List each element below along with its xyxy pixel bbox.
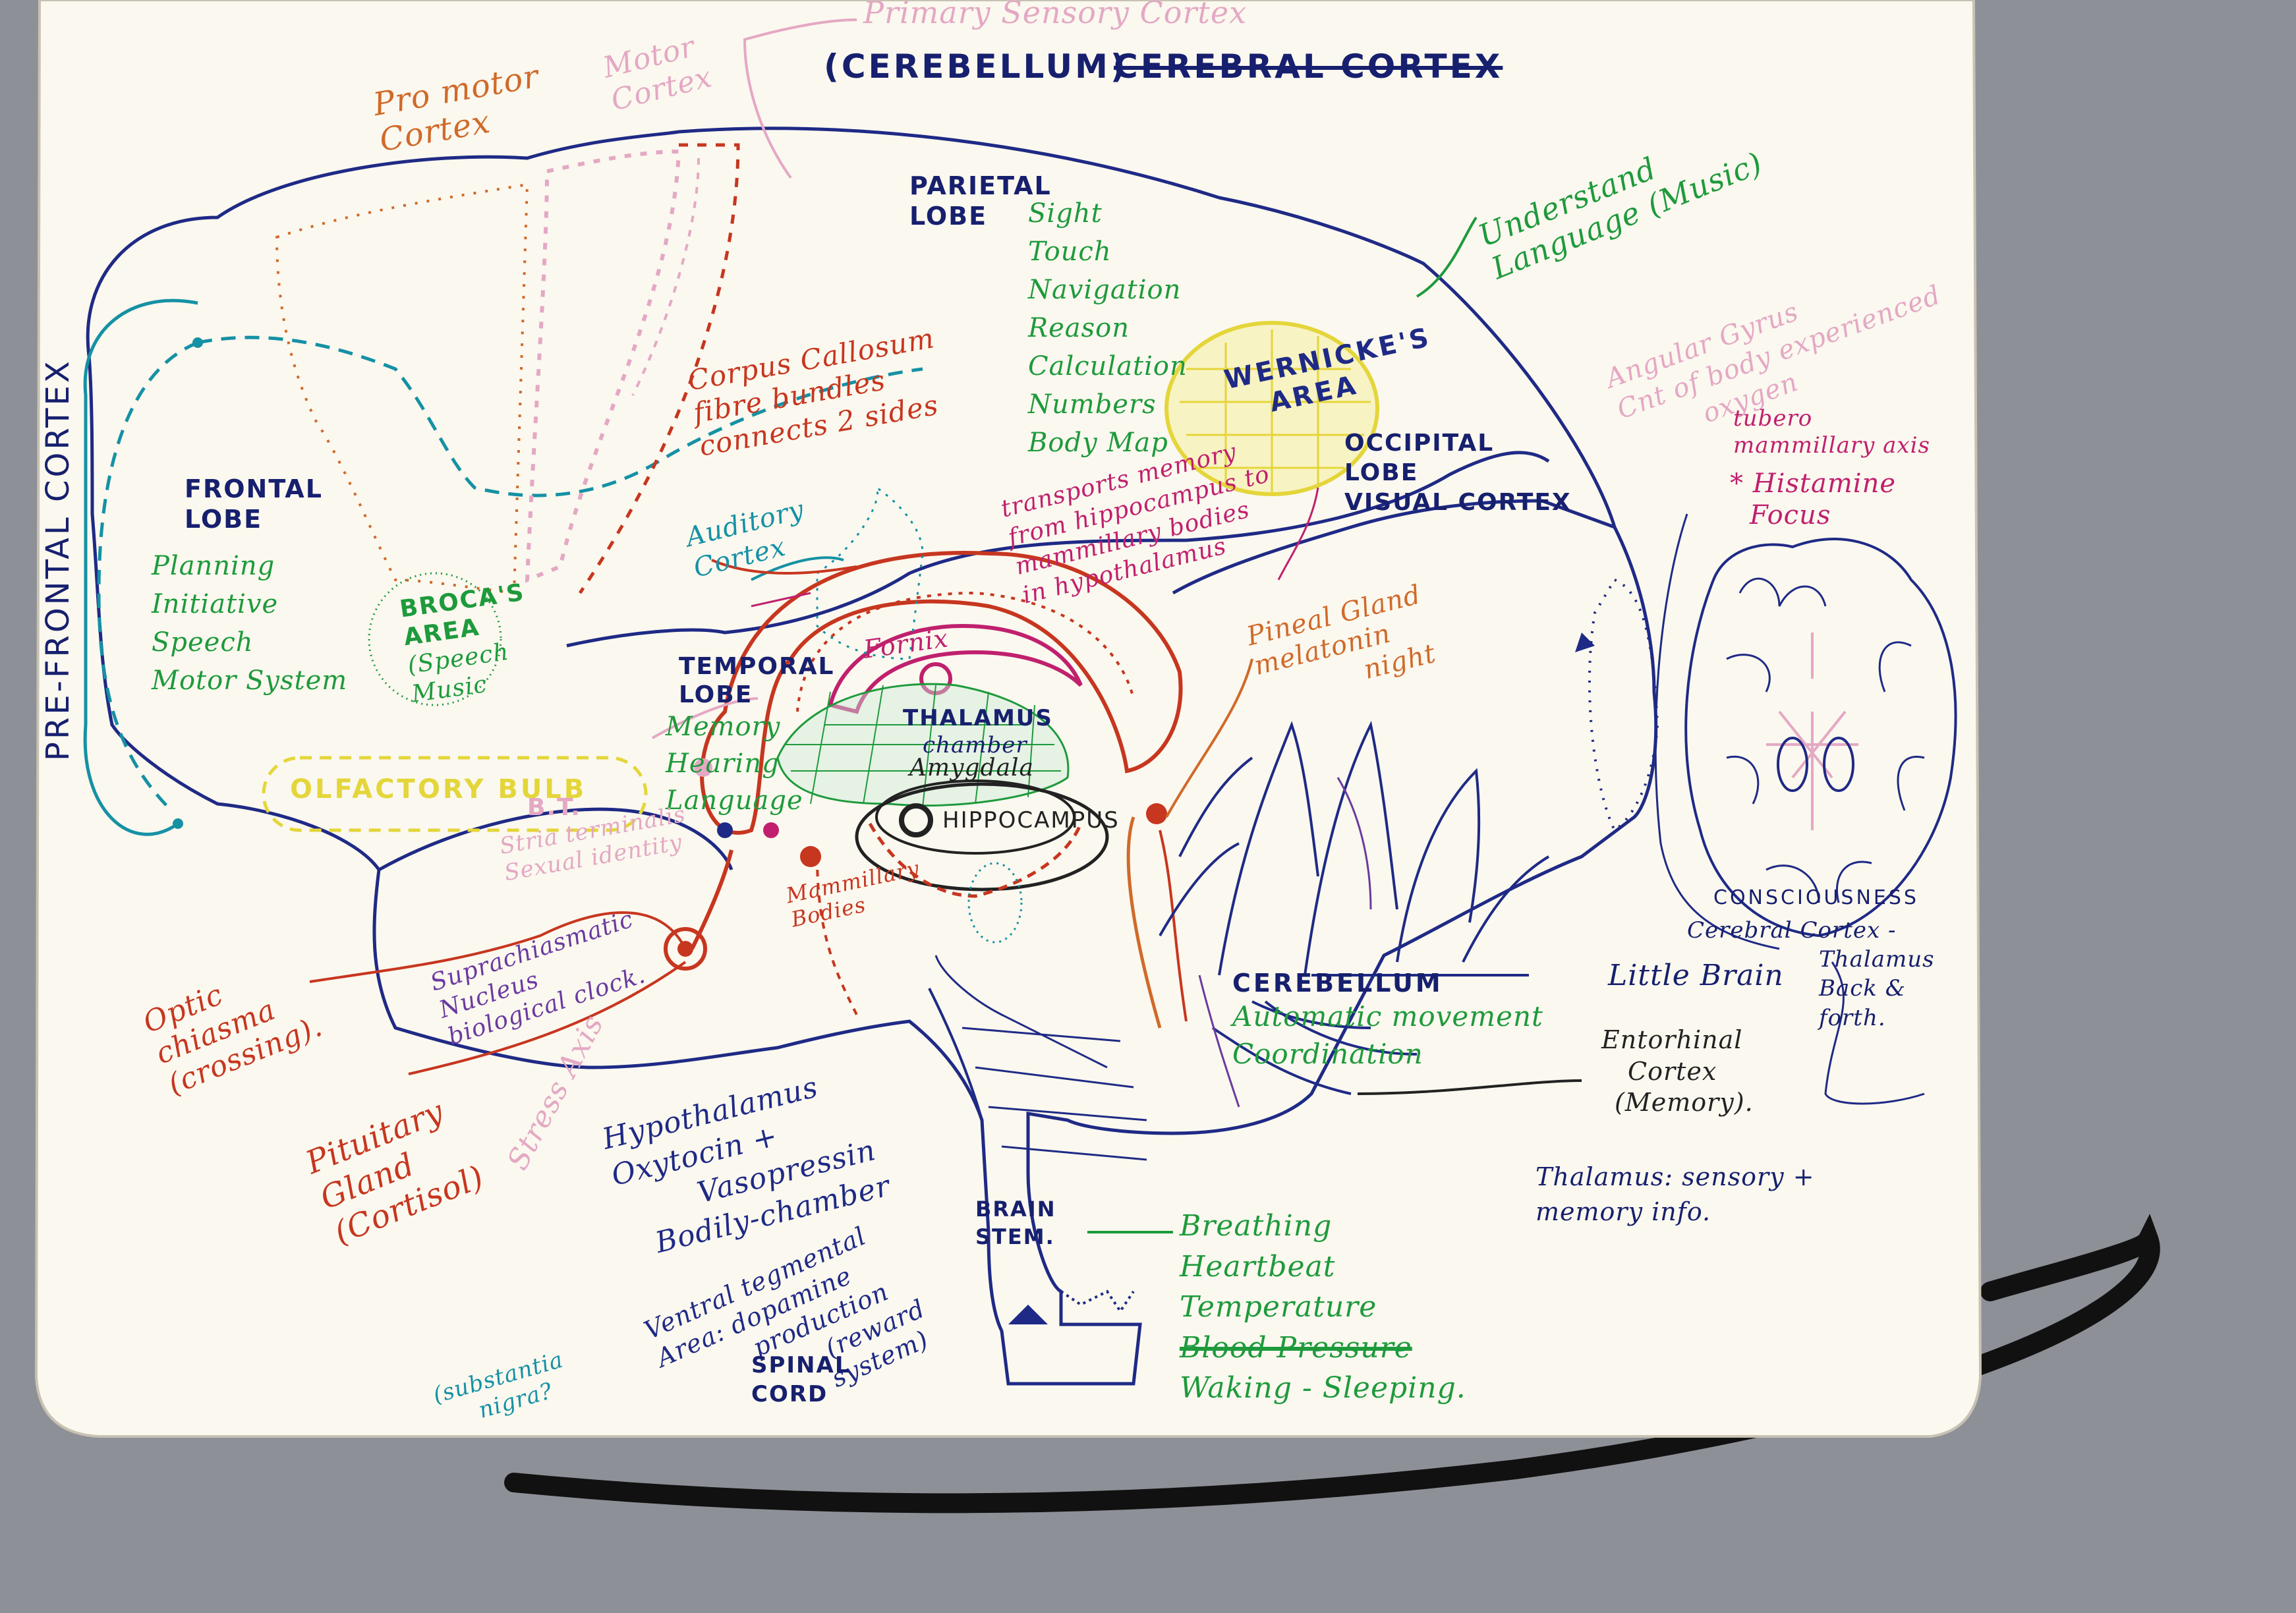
- consciousness-title: CONSCIOUSNESS: [1713, 886, 1919, 909]
- brain-stem-functions: Breathing Heartbeat Temperature Blood Pr…: [1180, 1209, 1466, 1405]
- olfactory-bulb-label: OLFACTORY BULB: [290, 774, 587, 805]
- notebook-elastic-band: [504, 1214, 2160, 1514]
- little-brain-label: Little Brain: [1608, 959, 1784, 992]
- cerebellum-paren-label: (CEREBELLUM): [824, 47, 1128, 86]
- cerebellum-folia: [1159, 720, 1550, 1095]
- axial-section-sketch: [1654, 513, 1957, 1105]
- prefrontal-cortex-label: PRE-FRONTAL CORTEX: [40, 358, 76, 761]
- bt-label: B.T.: [527, 794, 581, 821]
- consciousness-note: Cerebral Cortex - Thalamus Back & forth.: [1687, 917, 1935, 1031]
- primary-sensory-cortex-label: Primary Sensory Cortex: [863, 0, 1248, 30]
- cerebral-cortex-label: CEREBRAL CORTEX: [1114, 47, 1503, 86]
- parietal-lobe-functions: Sight Touch Navigation Reason Calculatio…: [1028, 198, 1188, 458]
- amygdala-label: Amygdala: [909, 754, 1035, 781]
- notebook-page: [34, 0, 1982, 1438]
- frontal-lobe-functions: Planning Initiative Speech Motor System: [152, 551, 348, 696]
- hippocampus-label: HIPPOCAMPUS: [942, 807, 1120, 834]
- thalamus-sensory-note: Thalamus: sensory +memory info.: [1535, 1162, 1815, 1227]
- cerebellum-title: CEREBELLUM: [1232, 969, 1443, 998]
- brain-outline: [86, 127, 1658, 1386]
